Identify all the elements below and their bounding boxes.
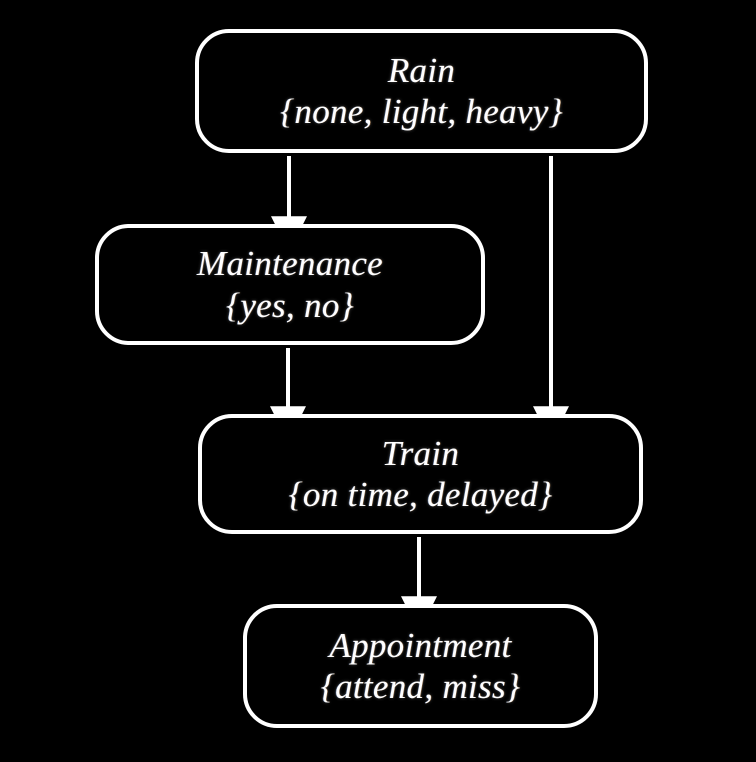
node-train-states: {on time, delayed}	[288, 475, 553, 514]
node-rain-label: Rain	[387, 50, 456, 90]
node-maintenance-states: {yes, no}	[226, 285, 354, 325]
node-appointment[interactable]: Appointment {attend, miss}	[243, 604, 598, 728]
node-maintenance[interactable]: Maintenance {yes, no}	[95, 224, 485, 345]
node-rain-states: {none, light, heavy}	[280, 92, 563, 131]
node-rain[interactable]: Rain {none, light, heavy}	[195, 29, 648, 153]
node-train-label: Train	[381, 433, 460, 473]
node-appointment-states: {attend, miss}	[320, 667, 521, 706]
node-train[interactable]: Train {on time, delayed}	[198, 414, 643, 534]
node-maintenance-label: Maintenance	[196, 244, 383, 284]
node-appointment-label: Appointment	[329, 625, 512, 665]
